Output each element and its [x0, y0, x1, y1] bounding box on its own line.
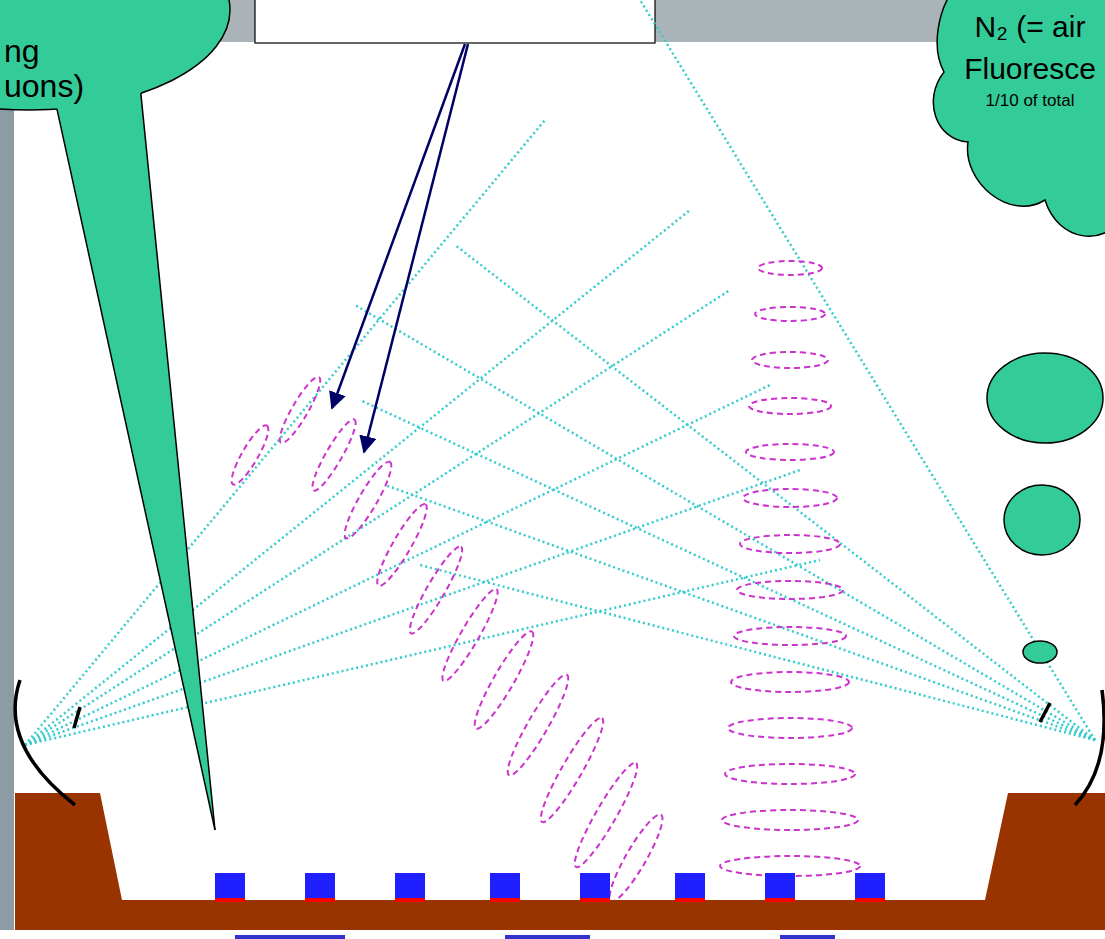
- cropped-box: [255, 0, 655, 43]
- callout-text: ng uons): [4, 34, 99, 104]
- bubble-tail-edge: [141, 93, 215, 830]
- text-group: N₂ (= air Fluoresce1/10 of total: [959, 6, 1101, 112]
- thought-bubbles: [987, 353, 1103, 663]
- ground: [15, 793, 1105, 930]
- text-group: ng uons): [4, 34, 99, 104]
- diagram-panel: [14, 42, 1105, 930]
- inclined-shower: [226, 373, 670, 906]
- cloud-outline: [933, 0, 1105, 236]
- callout-note: 1/10 of total: [959, 90, 1101, 112]
- fluorescence-telescopes: [15, 680, 1104, 805]
- leader-arrows: [332, 44, 468, 452]
- slide-background: [0, 0, 14, 930]
- vertical-shower: [720, 261, 860, 876]
- callout-text: N₂ (= air Fluoresce: [959, 6, 1101, 90]
- bubble-tail-edge: [57, 109, 215, 830]
- bubble-tail: [55, 85, 215, 830]
- bottom-bars: [235, 935, 835, 939]
- cloud-callout: N₂ (= air Fluoresce1/10 of total: [940, 0, 1105, 240]
- surface-detectors: [215, 873, 885, 902]
- speech-bubble: ng uons): [0, 0, 240, 120]
